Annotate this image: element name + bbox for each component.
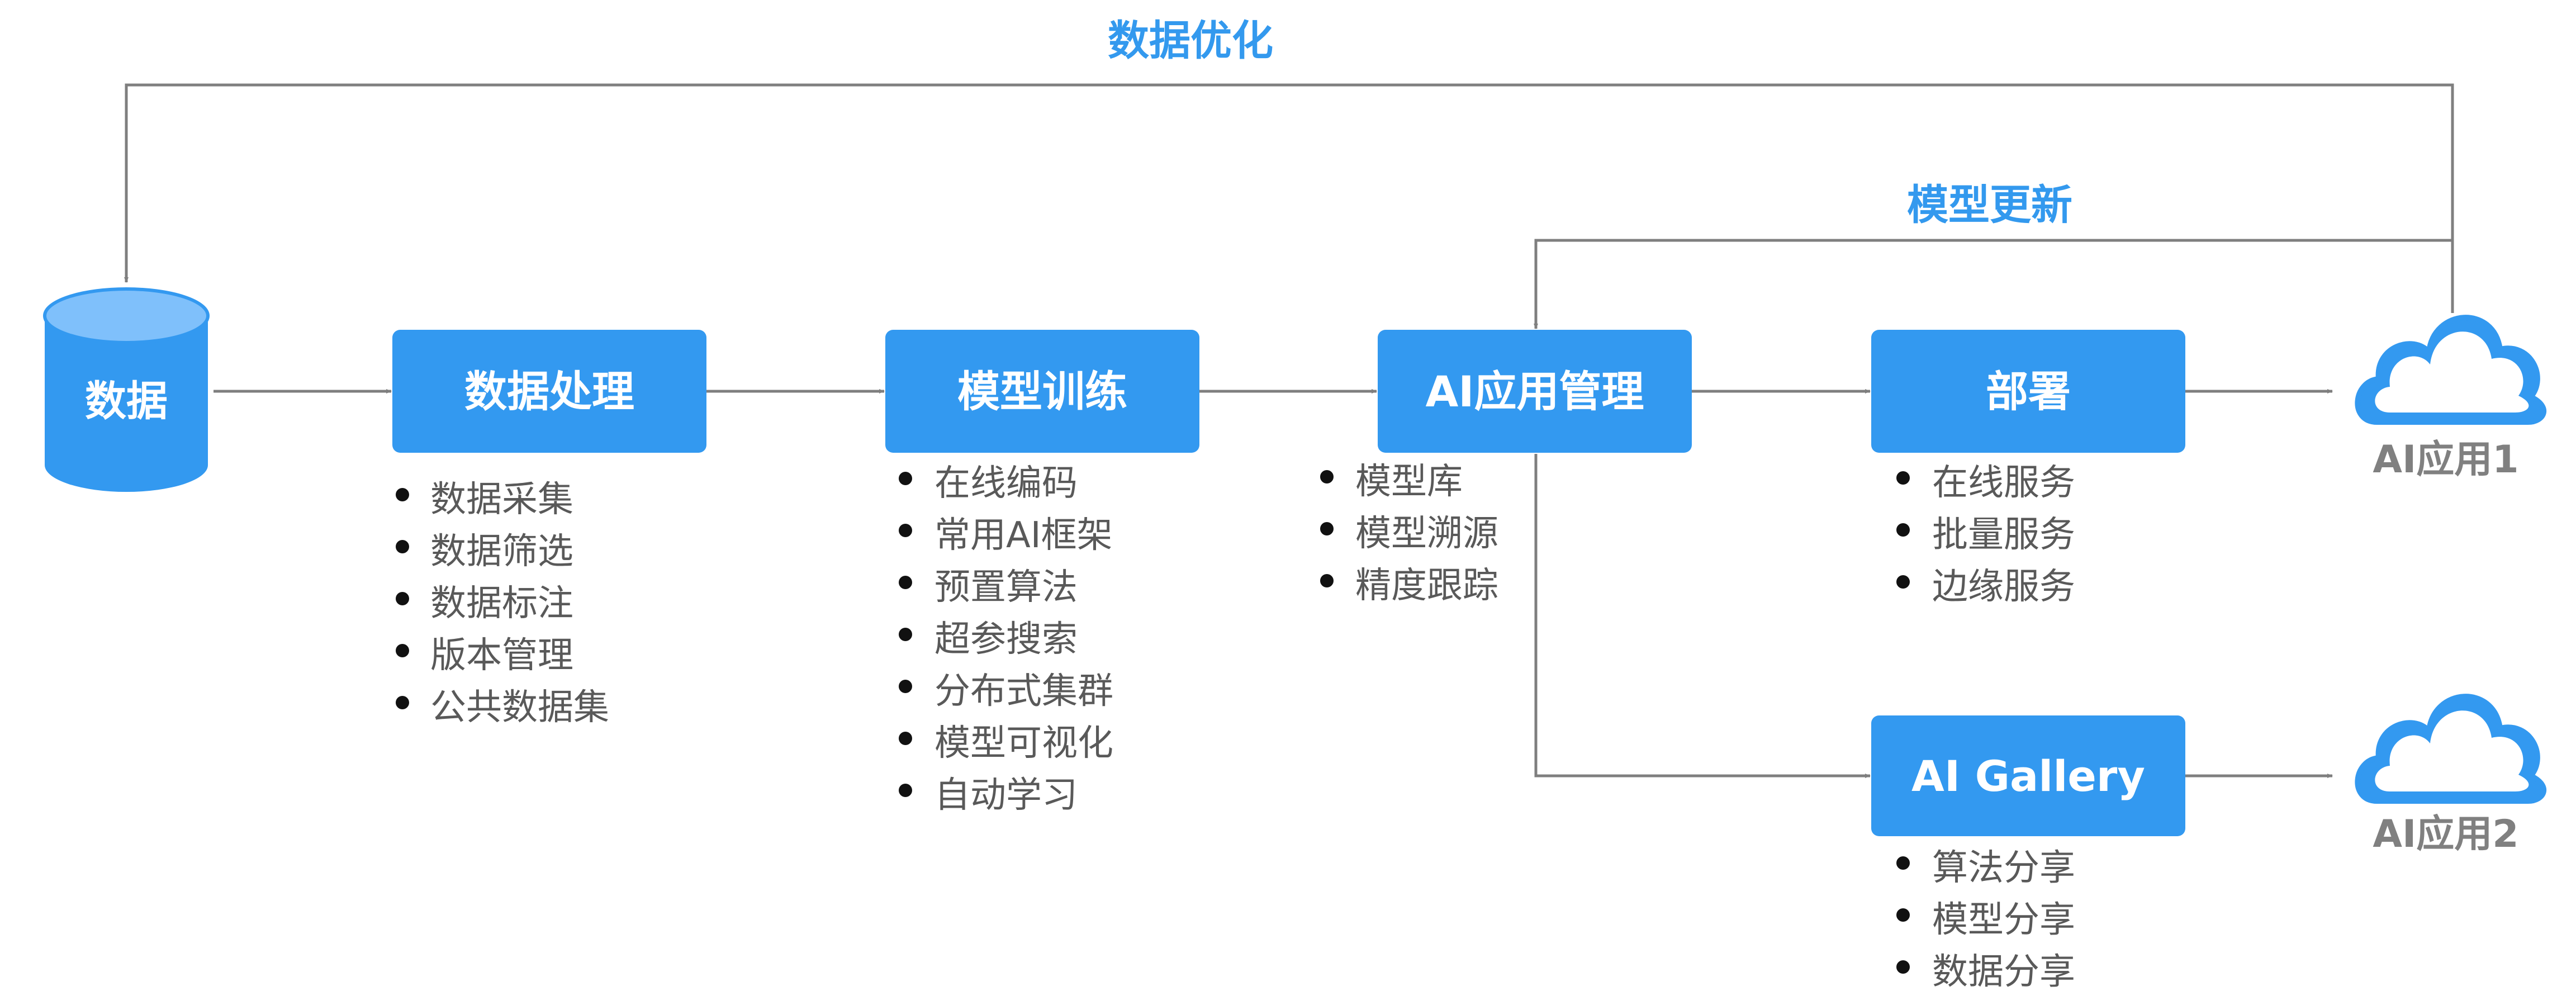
step-model-training-title: 模型训练: [957, 367, 1127, 416]
bullet-dot: [899, 784, 912, 797]
bullet-dot: [899, 628, 912, 641]
step-model-training: 模型训练: [885, 330, 1199, 453]
output-ai-app-2: AI应用2: [2355, 694, 2547, 856]
bullet-dot: [899, 524, 912, 537]
list-item: 超参搜索: [934, 619, 1078, 660]
arrow-management-to-gallery: [1534, 454, 1871, 778]
step-ai-gallery-title: AI Gallery: [1911, 751, 2145, 801]
bullet-dot: [396, 540, 409, 553]
bullet-dot: [1896, 960, 1910, 974]
data-processing-features: 数据采集 数据筛选 数据标注 版本管理 公共数据集: [396, 479, 609, 728]
bullet-dot: [899, 732, 912, 745]
bullet-dot: [1896, 523, 1910, 537]
model-training-features: 在线编码 常用AI框架 预置算法 超参搜索 分布式集群 模型可视化 自动学习: [899, 463, 1113, 816]
model-update-label: 模型更新: [1907, 181, 2072, 229]
step-data-processing: 数据处理: [392, 330, 706, 453]
list-item: 边缘服务: [1932, 566, 2075, 608]
list-item: 在线服务: [1932, 462, 2075, 504]
cloud-icon: [2355, 315, 2547, 425]
bullet-dot: [1896, 471, 1910, 485]
ai-app-management-features: 模型库 模型溯源 精度跟踪: [1320, 461, 1498, 606]
list-item: 自动学习: [934, 775, 1078, 816]
list-item: 模型溯源: [1355, 513, 1498, 554]
bullet-dot: [1320, 522, 1334, 535]
ai-app-2-label: AI应用2: [2373, 812, 2518, 856]
bullet-dot: [899, 680, 912, 693]
model-update-feedback-line: [1534, 239, 2452, 329]
database-cylinder-icon: [43, 287, 210, 492]
bullet-dot: [1896, 856, 1910, 870]
bullet-dot: [396, 592, 409, 605]
bullet-dot: [899, 576, 912, 589]
step-ai-gallery: AI Gallery: [1871, 715, 2185, 836]
bullet-dot: [899, 472, 912, 485]
list-item: 数据标注: [430, 583, 573, 624]
list-item: 算法分享: [1932, 847, 2075, 889]
list-item: 精度跟踪: [1355, 565, 1498, 606]
data-optimize-label: 数据优化: [1108, 17, 1273, 65]
list-item: 分布式集群: [934, 671, 1113, 712]
data-store-label: 数据: [85, 377, 168, 425]
list-item: 批量服务: [1932, 514, 2075, 556]
list-item: 公共数据集: [430, 687, 609, 728]
list-item: 模型库: [1355, 461, 1463, 503]
list-item: 预置算法: [934, 567, 1078, 608]
bullet-dot: [396, 696, 409, 709]
list-item: 版本管理: [430, 635, 573, 676]
bullet-dot: [1896, 908, 1910, 922]
step-ai-app-management: AI应用管理: [1378, 330, 1692, 453]
list-item: 在线编码: [934, 463, 1078, 504]
bullet-dot: [1320, 470, 1334, 483]
ai-gallery-features: 算法分享 模型分享 数据分享: [1896, 847, 2075, 993]
data-store: 数据: [43, 287, 210, 492]
list-item: 数据筛选: [430, 531, 573, 572]
list-item: 常用AI框架: [934, 515, 1113, 556]
step-data-processing-title: 数据处理: [464, 367, 634, 416]
bullet-dot: [1896, 575, 1910, 589]
cloud-icon: [2355, 694, 2547, 804]
bullet-dot: [396, 488, 409, 501]
bullet-dot: [396, 644, 409, 657]
ai-app-1-label: AI应用1: [2373, 438, 2518, 482]
output-ai-app-1: AI应用1: [2355, 315, 2547, 482]
data-optimize-feedback-line: [124, 83, 2454, 313]
step-deployment: 部署: [1871, 330, 2185, 453]
list-item: 数据分享: [1932, 951, 2075, 993]
list-item: 模型分享: [1932, 899, 2075, 941]
step-ai-app-management-title: AI应用管理: [1425, 367, 1644, 416]
bullet-dot: [1320, 574, 1334, 587]
list-item: 模型可视化: [934, 723, 1113, 764]
list-item: 数据采集: [430, 479, 573, 520]
deployment-features: 在线服务 批量服务 边缘服务: [1896, 462, 2075, 608]
step-deployment-title: 部署: [1986, 367, 2071, 416]
